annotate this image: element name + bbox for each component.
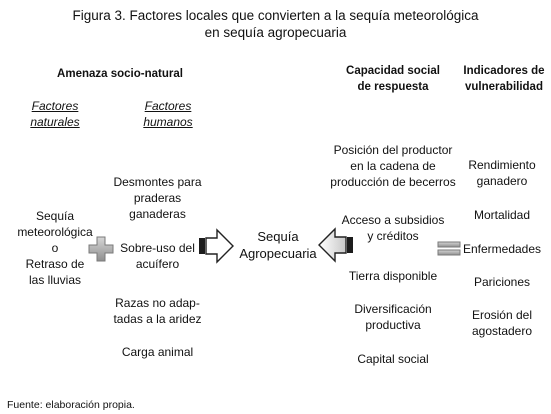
natural-factor-line: meteorológica — [17, 225, 93, 239]
human-factor-item: ganaderas — [129, 207, 186, 221]
vulnerability-item: Erosión del — [471, 308, 533, 322]
central-outcome-line-1: Sequía — [257, 229, 299, 244]
human-factor-item: Razas no adap- — [115, 296, 200, 310]
capacity-item: Acceso a subsidios — [341, 213, 445, 227]
natural-factor-line: las lluvias — [28, 273, 82, 287]
threat-heading: Amenaza socio-natural — [57, 68, 183, 80]
capacity-item: Capital social — [357, 352, 429, 366]
vulnerability-item: Enfermedades — [462, 242, 542, 256]
figure-title-line-1: Figura 3. Factores locales que convierte… — [72, 8, 479, 23]
human-factor-item: acuífero — [135, 257, 180, 271]
natural-factors-header-line-1: Factores — [31, 99, 79, 113]
capacity-item: productiva — [365, 318, 421, 332]
capacity-item: Diversificación — [354, 302, 432, 316]
capacity-item: Tierra disponible — [348, 269, 438, 283]
capacity-item: producción de becerros — [330, 175, 456, 189]
human-factors-header-line-1: Factores — [144, 99, 192, 113]
capacity-heading-line-2: de respuesta — [357, 81, 429, 93]
vulnerability-item: ganadero — [476, 174, 528, 188]
human-factor-item: Carga animal — [121, 345, 194, 359]
natural-factor-line: Retraso de — [25, 257, 85, 271]
capacity-item: Posición del productor — [333, 143, 453, 157]
left-arrow-icon — [318, 227, 353, 263]
capacity-item: en la cadena de — [350, 159, 436, 173]
equals-sign-icon — [437, 241, 461, 256]
natural-factor-line: Sequía — [35, 209, 75, 223]
human-factor-item: praderas — [133, 191, 182, 205]
natural-factors-header-line-2: naturales — [30, 115, 80, 129]
central-outcome-line-2: Agropecuaria — [239, 246, 317, 261]
figure-source: Fuente: elaboración propia. — [7, 399, 135, 411]
capacity-item: y créditos — [367, 229, 419, 243]
natural-factor-line: o — [51, 241, 59, 255]
vulnerability-item: Pariciones — [473, 275, 531, 289]
vulnerability-item: Mortalidad — [473, 208, 531, 222]
human-factor-item: tadas a la aridez — [113, 312, 202, 326]
human-factors-header-line-2: humanos — [143, 115, 193, 129]
capacity-heading-line-1: Capacidad social — [346, 65, 440, 77]
vulnerability-heading-line-2: vulnerabilidad — [465, 81, 543, 93]
human-factor-item: Sobre-uso del — [120, 241, 195, 255]
vulnerability-item: agostadero — [471, 324, 533, 338]
figure-title-line-2: en sequía agropecuaria — [204, 25, 347, 40]
plus-sign-icon — [88, 236, 114, 262]
vulnerability-item: Rendimiento — [468, 158, 536, 172]
human-factor-item: Desmontes para — [113, 175, 202, 189]
right-arrow-icon — [199, 228, 234, 264]
vulnerability-heading-line-1: Indicadores de — [463, 65, 545, 77]
